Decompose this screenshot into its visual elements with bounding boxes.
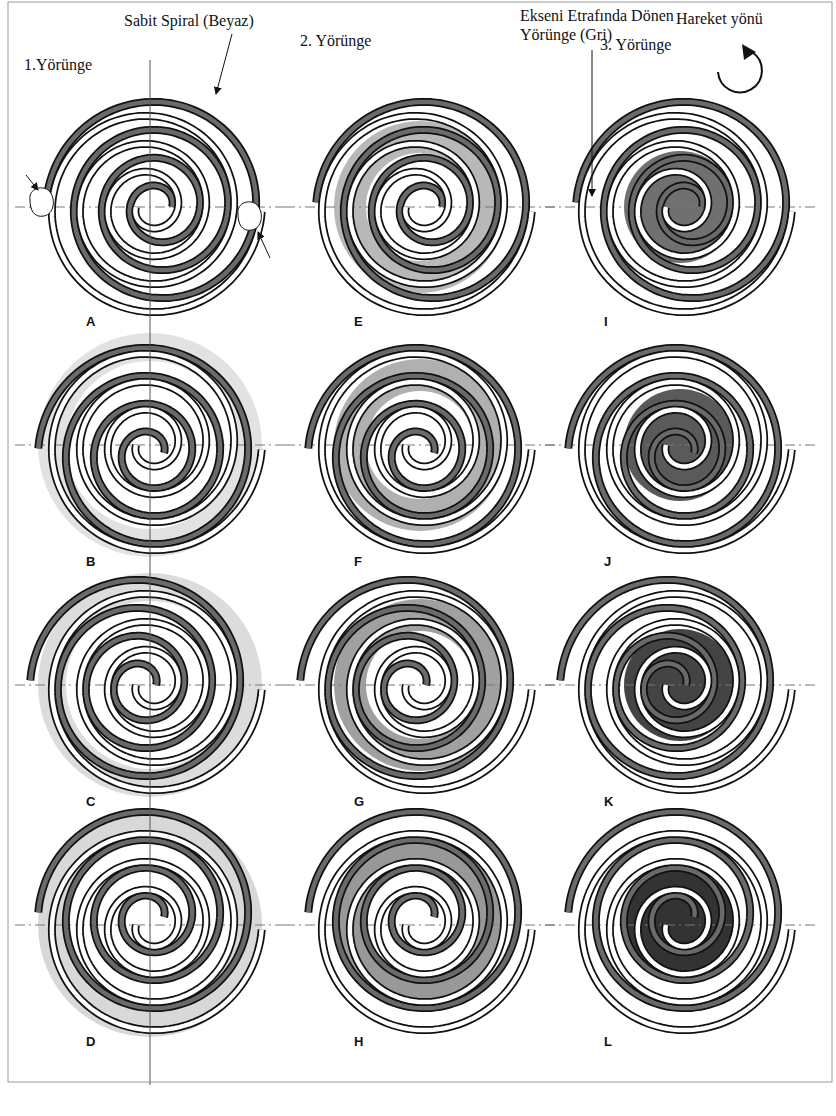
panel-letter: L — [604, 1034, 612, 1049]
panel-letter: C — [86, 794, 95, 809]
fixed-spiral-label: Sabit Spiral (Beyaz) — [124, 12, 254, 30]
fixed-spiral-outline — [52, 834, 262, 1030]
pocket-mark — [30, 188, 54, 216]
fixed-spiral — [582, 834, 792, 1030]
fixed-spiral — [52, 834, 262, 1030]
leader-line — [258, 232, 270, 258]
fixed-spiral — [582, 354, 792, 550]
fixed-spiral — [52, 116, 262, 312]
fixed-spiral-outline — [52, 116, 262, 312]
orbiting-spiral-outline — [38, 812, 248, 1008]
orbiting-spiral-outline — [308, 348, 518, 544]
fixed-spiral — [52, 354, 262, 550]
fixed-spiral-outline — [322, 354, 532, 550]
orbiting-spiral-outline — [308, 812, 518, 1008]
panel-letter: D — [86, 1034, 95, 1049]
direction-label: Hareket yönü — [676, 10, 763, 28]
fixed-spiral-outline — [52, 354, 262, 550]
panel-letter: B — [86, 554, 95, 569]
scroll-spirals — [30, 102, 791, 1030]
orbiting-spiral — [38, 812, 248, 1008]
fixed-spiral-outline — [322, 834, 532, 1030]
orbiting-spiral — [308, 812, 518, 1008]
fixed-spiral-outline — [322, 594, 532, 790]
fixed-spiral-outline — [582, 354, 792, 550]
orbiting-spiral-outline — [568, 812, 778, 1008]
fixed-spiral-outline — [582, 116, 792, 312]
fixed-spiral — [322, 834, 532, 1030]
fixed-spiral-outline — [52, 594, 262, 790]
leader-line — [26, 175, 38, 190]
orbit-title: 1.Yörünge — [24, 56, 92, 74]
fixed-spiral-outline — [322, 116, 532, 312]
panel-letter: F — [354, 554, 362, 569]
pocket-mark — [238, 202, 262, 230]
panel-letter: J — [604, 554, 611, 569]
orbiting-spiral-outline — [568, 348, 778, 544]
rotation-arrow — [718, 52, 762, 92]
rotation-arrowhead — [742, 44, 756, 60]
orbit-title: 2. Yörünge — [300, 32, 371, 50]
orbit-title: 3. Yörünge — [600, 36, 671, 54]
leader-line — [216, 34, 232, 94]
fixed-spiral — [322, 594, 532, 790]
orbiting-spiral-outline — [38, 348, 248, 544]
fixed-spiral-outline — [582, 594, 792, 790]
vertical-axis — [150, 60, 151, 1085]
orbiting-spiral — [568, 812, 778, 1008]
panel-letter: I — [604, 314, 608, 329]
orbiting-spiral — [308, 348, 518, 544]
orbiting-spiral — [568, 348, 778, 544]
fixed-spiral — [52, 594, 262, 790]
panel-letter: A — [86, 314, 95, 329]
frame — [8, 2, 832, 1082]
fixed-spiral — [582, 594, 792, 790]
orbiting-spiral — [38, 348, 248, 544]
fixed-spiral — [322, 116, 532, 312]
leader-line — [592, 50, 593, 196]
panel-letter: E — [354, 314, 363, 329]
panel-letter: K — [604, 794, 613, 809]
fixed-spiral-outline — [582, 834, 792, 1030]
panel-letter: H — [354, 1034, 363, 1049]
panel-letter: G — [354, 794, 364, 809]
fixed-spiral — [582, 116, 792, 312]
fixed-spiral — [322, 354, 532, 550]
